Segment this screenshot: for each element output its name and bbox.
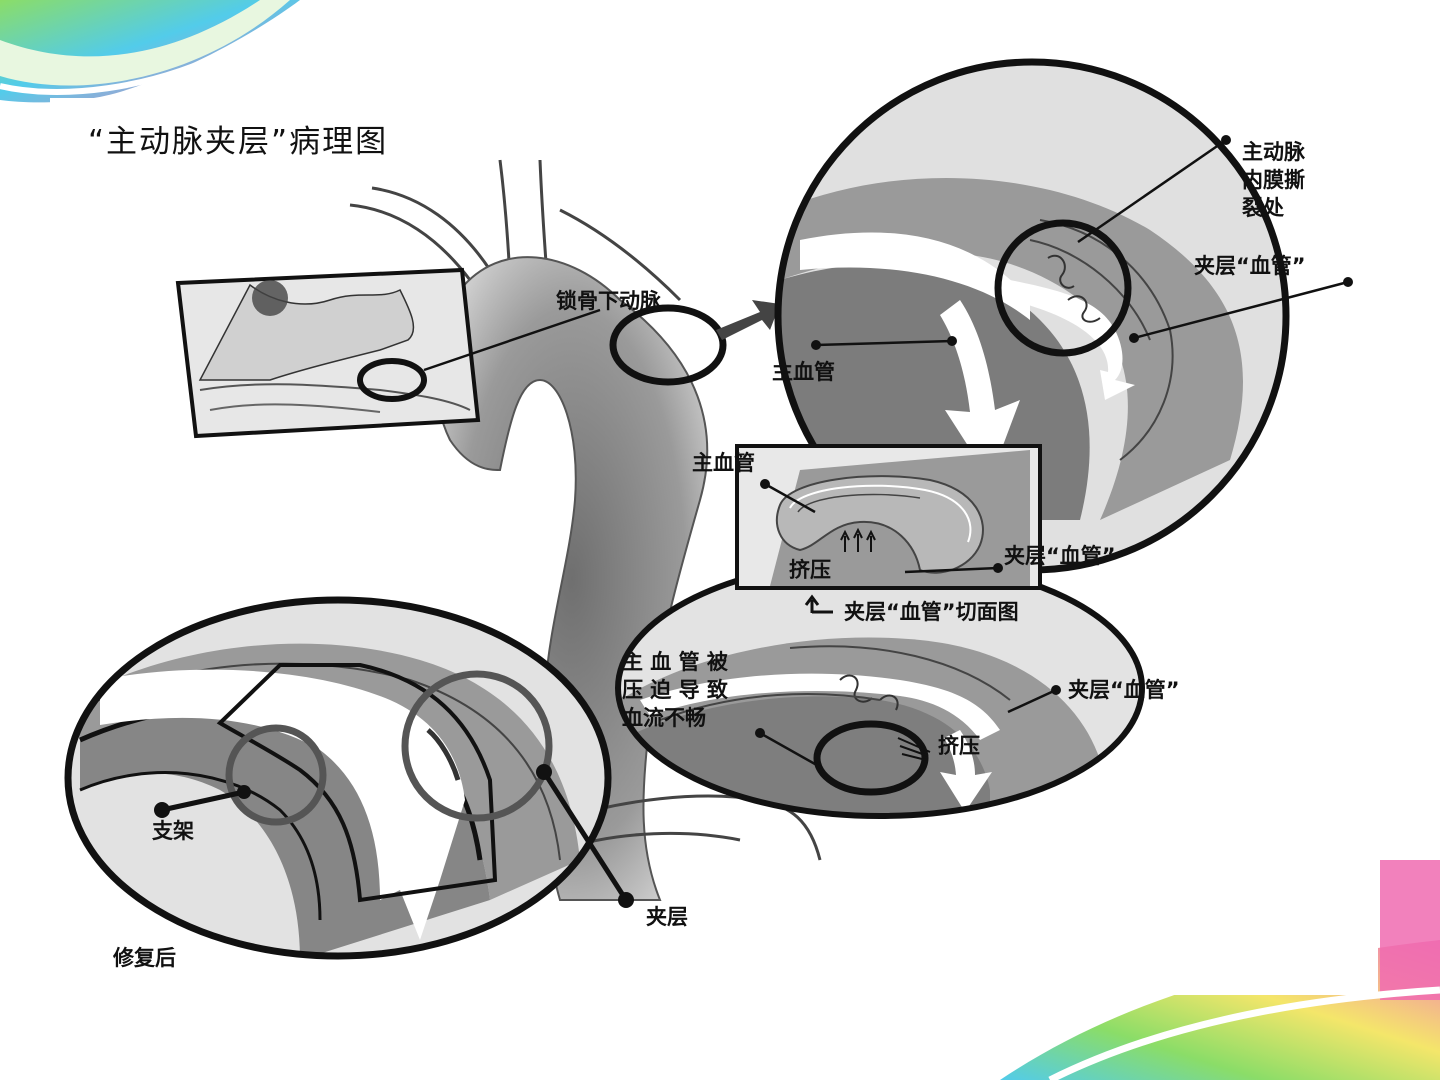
cross-section-box [735, 444, 1042, 590]
label-tear-line2: 内膜撕 [1242, 168, 1305, 192]
zoom-arrow-icon [716, 300, 780, 340]
label-dissection: 夹层 [646, 905, 688, 929]
label-compress-line1: 主 血 管 被 [622, 650, 728, 674]
repair-detail-circle [64, 596, 634, 960]
label-tear-line1: 主动脉 [1242, 140, 1305, 164]
stent-ring [225, 724, 327, 826]
label-tear-line3: 裂处 [1242, 196, 1284, 220]
compression-detail-circle [615, 557, 1145, 819]
label-subclavian-artery: 锁骨下动脉 [556, 289, 661, 313]
label-compress-line3: 血流不畅 [622, 706, 706, 730]
compression-ring [813, 720, 929, 796]
label-compress-line2: 压 迫 导 致 [622, 678, 728, 702]
swoosh-top-left [0, 0, 300, 103]
label-false-lumen-top: 夹层“血管” [1194, 254, 1306, 278]
label-after-repair: 修复后 [113, 946, 176, 970]
label-main-vessel-box: 主血管 [692, 451, 755, 475]
label-squeeze-mid: 挤压 [938, 734, 980, 758]
label-main-vessel-top: 主血管 [772, 360, 835, 384]
label-section-caption: 夹层“血管”切面图 [844, 600, 1019, 624]
dissection-ring [401, 670, 553, 822]
label-false-lumen-box: 夹层“血管” [1004, 544, 1116, 568]
page-title: “主动脉夹层”病理图 [88, 124, 389, 160]
label-stent: 支架 [152, 819, 194, 843]
tear-ring [994, 219, 1132, 357]
label-false-lumen-mid: 夹层“血管” [1068, 678, 1180, 702]
neck-inset [175, 267, 601, 439]
return-arrow-icon [804, 594, 833, 614]
label-squeeze-box: 挤压 [789, 558, 831, 582]
subclavian-ring [609, 304, 727, 386]
inset-ring [357, 358, 427, 402]
